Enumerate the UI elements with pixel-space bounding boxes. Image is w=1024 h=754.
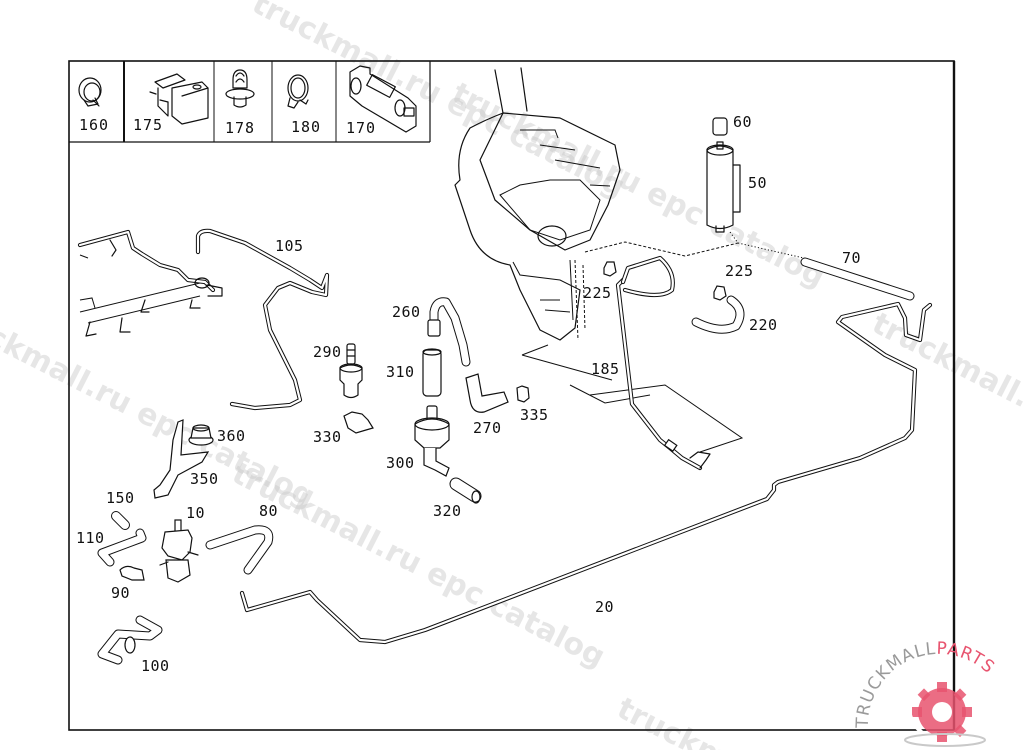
callout-90[interactable]: 90 <box>111 584 130 602</box>
callout-10[interactable]: 10 <box>186 504 205 522</box>
hose-clamp-icon <box>78 77 102 107</box>
part-105-line <box>195 228 330 411</box>
callout-60[interactable]: 60 <box>733 113 752 131</box>
callout-335[interactable]: 335 <box>520 406 549 424</box>
ring-clamp-icon <box>287 74 309 109</box>
part-290-connector <box>339 343 363 399</box>
callout-225[interactable]: 225 <box>583 284 612 302</box>
part-350-bracket <box>153 419 210 499</box>
part-335-clip <box>516 385 530 403</box>
leader-line <box>729 231 739 244</box>
part-220-hose <box>691 295 745 334</box>
callout-50[interactable]: 50 <box>748 174 767 192</box>
callout-100[interactable]: 100 <box>141 657 170 675</box>
fuel-rail-drawing <box>77 229 223 337</box>
callout-70[interactable]: 70 <box>842 249 861 267</box>
part-260-hose <box>427 297 471 367</box>
fuel-tank-drawing <box>454 67 744 453</box>
part-100-hose <box>97 615 163 665</box>
callout-150[interactable]: 150 <box>106 489 135 507</box>
callout-225[interactable]: 225 <box>725 262 754 280</box>
callout-20[interactable]: 20 <box>595 598 614 616</box>
pipe-holder-block-icon <box>149 73 209 125</box>
callout-105[interactable]: 105 <box>275 237 304 255</box>
part-70-hose <box>800 257 915 301</box>
part-225-clip <box>713 285 727 301</box>
watermark: truckmall.ru epc <box>866 306 1024 463</box>
watermark: truckmall.ru epc catalog <box>446 76 830 295</box>
callout-270[interactable]: 270 <box>473 419 502 437</box>
callout-260[interactable]: 260 <box>392 303 421 321</box>
gear-icon <box>904 682 986 747</box>
part-10-switchover-valve <box>159 519 199 583</box>
callout-290[interactable]: 290 <box>313 343 342 361</box>
legend-label-170: 170 <box>346 119 376 137</box>
part-330-holder <box>343 411 374 434</box>
callout-110[interactable]: 110 <box>76 529 105 547</box>
legend-label-160: 160 <box>79 116 109 134</box>
watermark: truckm <box>611 691 733 750</box>
part-50-canister <box>706 141 741 233</box>
callout-310[interactable]: 310 <box>386 363 415 381</box>
part-320-hose <box>449 477 482 504</box>
leader-line <box>584 241 739 257</box>
callout-350[interactable]: 350 <box>190 470 219 488</box>
callout-320[interactable]: 320 <box>433 502 462 520</box>
callout-300[interactable]: 300 <box>386 454 415 472</box>
push-clip-icon <box>225 69 255 108</box>
part-300-valve <box>414 405 450 477</box>
part-310-hose <box>422 348 442 397</box>
part-90-hose <box>119 565 145 581</box>
part-110-hose <box>97 528 147 567</box>
part-270-elbow <box>465 373 509 413</box>
callout-185[interactable]: 185 <box>591 360 620 378</box>
part-360-nut <box>188 424 214 446</box>
watermark: truckmall.ru epc catalog <box>226 456 610 675</box>
legend-label-180: 180 <box>291 118 321 136</box>
part-20-vent-line <box>239 301 933 645</box>
double-pipe-clip-icon <box>349 65 417 133</box>
callout-220[interactable]: 220 <box>749 316 778 334</box>
callout-80[interactable]: 80 <box>259 502 278 520</box>
part-80-hose <box>205 525 274 575</box>
part-185-line <box>615 255 711 471</box>
callout-330[interactable]: 330 <box>313 428 342 446</box>
legend-label-175: 175 <box>133 116 163 134</box>
part-225-clip <box>603 261 617 277</box>
legend-label-178: 178 <box>225 119 255 137</box>
callout-labels: 10 20 50 60 70 80 90 100 105 110 150 185… <box>76 113 861 675</box>
callout-360[interactable]: 360 <box>217 427 246 445</box>
legend-box: 160 175 178 180 <box>69 61 431 143</box>
part-60-cap <box>712 117 728 136</box>
